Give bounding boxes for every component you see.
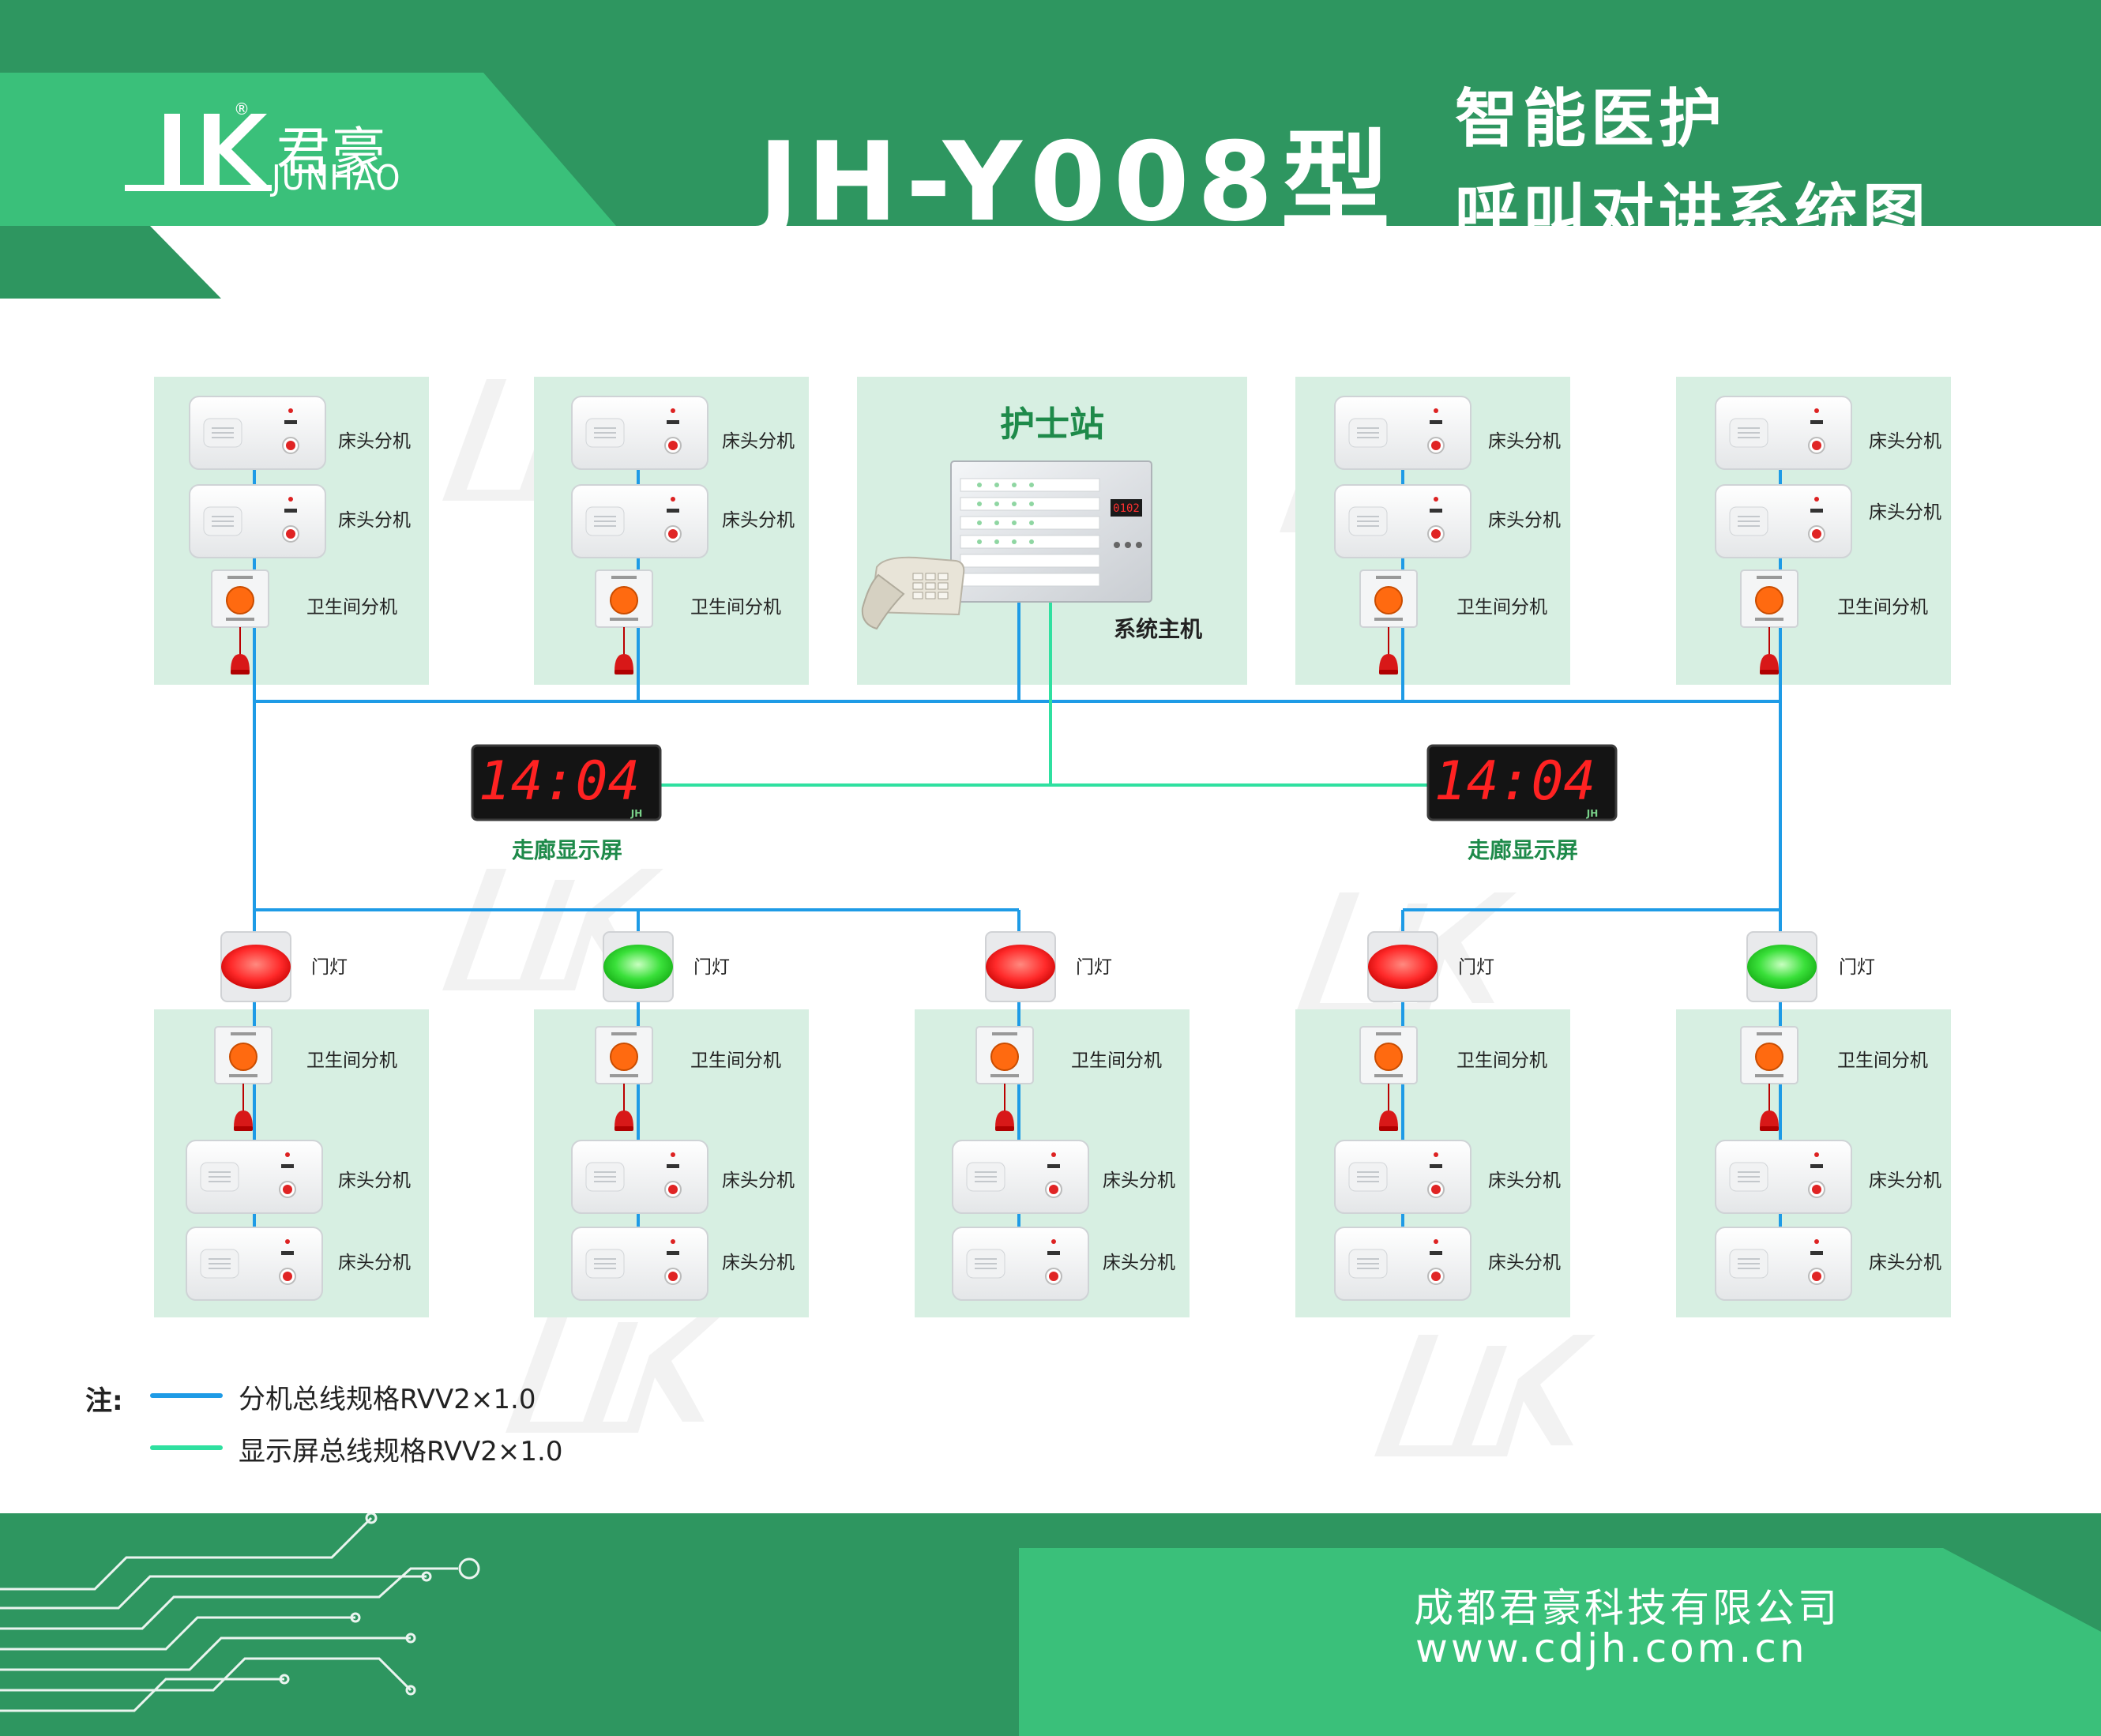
bedside-label: 床头分机 xyxy=(722,1253,795,1273)
bedside-label: 床头分机 xyxy=(338,510,411,531)
bedside-label: 床头分机 xyxy=(722,431,795,452)
company-website: www.cdjh.com.cn xyxy=(1415,1625,1808,1671)
model-title: JH-Y008型 xyxy=(758,118,1398,246)
bedside-unit xyxy=(189,484,326,558)
subtitle-line-1: 智能医护 xyxy=(1455,82,1727,156)
corridor-display-right xyxy=(1426,744,1618,821)
toilet-label: 卫生间分机 xyxy=(306,597,397,618)
door-light-red xyxy=(1367,931,1438,1002)
bedside-label: 床头分机 xyxy=(338,1170,411,1191)
bedside-unit xyxy=(952,1140,1089,1214)
bedside-label: 床头分机 xyxy=(1488,1170,1561,1191)
bedside-unit xyxy=(571,484,708,558)
bedside-unit xyxy=(571,396,708,470)
legend-text-extension-bus: 分机总线规格RVV2×1.0 xyxy=(239,1384,536,1415)
corridor-display-right-label: 走廊显示屏 xyxy=(1468,837,1578,863)
bedside-unit xyxy=(1715,396,1852,470)
door-light-red xyxy=(985,931,1056,1002)
legend-text-display-bus: 显示屏总线规格RVV2×1.0 xyxy=(239,1436,563,1467)
bedside-label: 床头分机 xyxy=(1488,431,1561,452)
host-display-readout: 0102 xyxy=(1113,502,1140,515)
subtitle-line-2: 呼叫对讲系统图 xyxy=(1455,177,1930,250)
legend-line-blue xyxy=(150,1393,223,1398)
toilet-label: 卫生间分机 xyxy=(306,1050,397,1071)
bedside-label: 床头分机 xyxy=(1869,431,1941,452)
bedside-label: 床头分机 xyxy=(1869,502,1941,523)
bedside-label: 床头分机 xyxy=(1488,510,1561,531)
door-light-green xyxy=(603,931,674,1002)
bedside-unit xyxy=(1715,484,1852,558)
bedside-label: 床头分机 xyxy=(1488,1253,1561,1273)
bedside-unit xyxy=(1334,1140,1471,1214)
toilet-label: 卫生间分机 xyxy=(1837,597,1928,618)
legend-line-green xyxy=(150,1445,223,1450)
bedside-label: 床头分机 xyxy=(722,510,795,531)
door-light-label: 门灯 xyxy=(1839,957,1875,978)
door-light-label: 门灯 xyxy=(1076,957,1112,978)
bedside-unit xyxy=(1715,1227,1852,1301)
telephone-icon xyxy=(861,556,965,630)
corridor-display-left-label: 走廊显示屏 xyxy=(512,837,622,863)
toilet-label: 卫生间分机 xyxy=(690,597,781,618)
bedside-unit xyxy=(1334,1227,1471,1301)
toilet-label: 卫生间分机 xyxy=(1456,597,1547,618)
registered-mark: ® xyxy=(234,100,250,118)
toilet-label: 卫生间分机 xyxy=(1837,1050,1928,1071)
corridor-display-left-time: 14:04 xyxy=(479,750,641,813)
company-name: 成都君豪科技有限公司 xyxy=(1414,1585,1840,1631)
footer-band xyxy=(0,1513,2101,1736)
brand-name-en: JUNHAO xyxy=(272,158,401,198)
circuit-decoration xyxy=(0,1513,480,1712)
door-light-label: 门灯 xyxy=(693,957,730,978)
bedside-label: 床头分机 xyxy=(1869,1170,1941,1191)
bedside-unit xyxy=(571,1227,708,1301)
corridor-display-left-brand: JH xyxy=(630,808,643,819)
bedside-unit xyxy=(952,1227,1089,1301)
corridor-display-right-brand: JH xyxy=(1586,808,1599,819)
brand-name-cn: 君豪 xyxy=(276,122,388,185)
corridor-display-left xyxy=(471,744,662,821)
toilet-label: 卫生间分机 xyxy=(1071,1050,1162,1071)
door-light-green xyxy=(1746,931,1817,1002)
bedside-label: 床头分机 xyxy=(338,431,411,452)
toilet-label: 卫生间分机 xyxy=(690,1050,781,1071)
display-bus-wiring xyxy=(660,600,1428,787)
door-light-red xyxy=(220,931,291,1002)
corridor-display-right-time: 14:04 xyxy=(1434,750,1596,813)
bedside-unit xyxy=(571,1140,708,1214)
bedside-label: 床头分机 xyxy=(1103,1170,1175,1191)
bedside-unit xyxy=(186,1227,323,1301)
bedside-unit xyxy=(1334,484,1471,558)
bedside-unit xyxy=(1334,396,1471,470)
bedside-label: 床头分机 xyxy=(338,1253,411,1273)
bedside-unit xyxy=(189,396,326,470)
system-host-label: 系统主机 xyxy=(1114,616,1202,642)
bedside-label: 床头分机 xyxy=(1869,1253,1941,1273)
bedside-unit xyxy=(186,1140,323,1214)
nurse-station-title: 护士站 xyxy=(1000,404,1104,445)
bedside-unit xyxy=(1715,1140,1852,1214)
bedside-label: 床头分机 xyxy=(1103,1253,1175,1273)
system-host-unit xyxy=(950,460,1152,603)
toilet-label: 卫生间分机 xyxy=(1456,1050,1547,1071)
brand-logo-icon xyxy=(125,114,272,191)
door-light-label: 门灯 xyxy=(1458,957,1494,978)
door-light-label: 门灯 xyxy=(311,957,348,978)
bedside-label: 床头分机 xyxy=(722,1170,795,1191)
legend-title: 注: xyxy=(85,1385,123,1417)
